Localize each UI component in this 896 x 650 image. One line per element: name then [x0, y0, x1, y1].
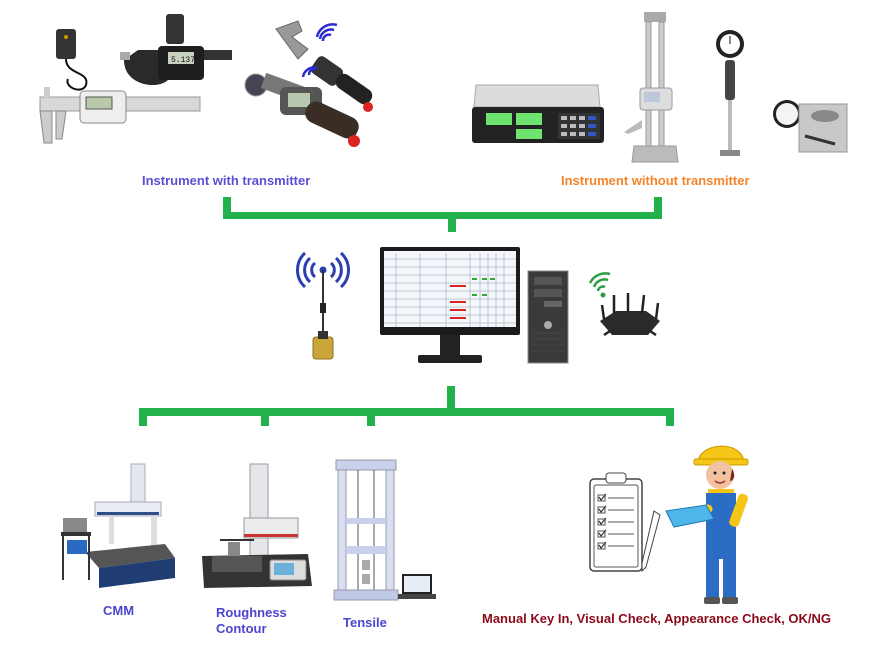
- wireless-torque-wrench-icon: [275, 20, 373, 112]
- height-gauge-icon: [624, 12, 679, 163]
- wifi-icon: [301, 66, 318, 78]
- computer-monitor-icon: [380, 247, 520, 363]
- label-instrument-with-transmitter: Instrument with transmitter: [142, 173, 311, 188]
- cmm-machine-icon: [61, 463, 175, 588]
- roughness-contour-machine-icon: [202, 463, 312, 588]
- digital-micrometer-icon: 5.137: [120, 14, 232, 86]
- connector-line: [261, 408, 269, 426]
- wifi-icon: [315, 23, 338, 42]
- label-tensile: Tensile: [343, 615, 387, 630]
- spreadsheet-screen: [384, 253, 516, 327]
- connector-line: [447, 386, 455, 409]
- instruments-without-transmitter-group: [460, 5, 880, 165]
- transmitter-icon: [56, 29, 88, 91]
- instruments-with-transmitter-group: 5.137: [20, 5, 373, 155]
- wireless-receiver-antenna-icon: [295, 251, 351, 360]
- label-instrument-without-transmitter: Instrument without transmitter: [561, 173, 750, 188]
- connector-line: [223, 197, 231, 215]
- central-system-group: [290, 245, 670, 370]
- digital-caliper-icon: [39, 87, 201, 144]
- connector-line: [654, 197, 662, 215]
- worker-with-tablet-icon: [665, 445, 749, 604]
- desktop-tower-icon: [527, 270, 569, 364]
- connector-line: [448, 219, 456, 232]
- label-manual-check: Manual Key In, Visual Check, Appearance …: [482, 611, 831, 626]
- label-cmm: CMM: [103, 603, 135, 618]
- connector-line: [223, 212, 662, 219]
- micrometer-display-value: 5.137: [171, 56, 195, 65]
- wifi-router-icon: [588, 272, 660, 337]
- connector-line: [139, 408, 147, 426]
- label-roughness-contour: Roughness Contour: [216, 605, 287, 636]
- tensile-machine-icon: [333, 459, 436, 601]
- connector-line: [666, 408, 674, 426]
- manual-check-illustration: [580, 435, 770, 605]
- dial-indicator-stand-icon: [773, 100, 848, 153]
- counting-scale-icon: [472, 84, 604, 143]
- connector-line: [139, 408, 674, 416]
- wireless-torque-ratchet-icon: [244, 66, 360, 147]
- checklist-clipboard-icon: [589, 472, 661, 573]
- connector-line: [367, 408, 375, 426]
- bore-gauge-icon: [716, 30, 744, 156]
